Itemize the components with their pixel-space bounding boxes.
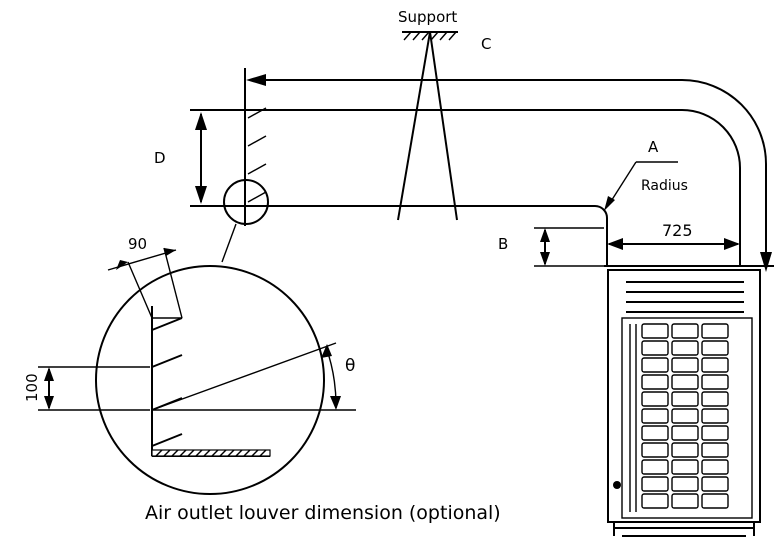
duct xyxy=(190,109,741,266)
label-b: B xyxy=(498,235,508,253)
radius-label: Radius xyxy=(641,178,688,194)
airflow-arrow xyxy=(246,74,772,272)
unit-body xyxy=(607,269,761,523)
dimension-90 xyxy=(107,247,183,319)
outdoor-unit xyxy=(604,265,774,537)
dimension-725 xyxy=(607,238,740,250)
detail-circle xyxy=(95,265,325,495)
dimension-d xyxy=(195,112,207,204)
angle-line xyxy=(151,342,337,411)
unit-top-vents xyxy=(626,281,744,313)
label-c: C xyxy=(481,35,491,53)
dim-90-label: 90 xyxy=(128,235,147,253)
wall xyxy=(244,68,267,226)
support-label: Support xyxy=(398,8,457,26)
detail-marker-circle xyxy=(223,179,269,225)
unit-grille xyxy=(629,323,729,512)
label-a: A xyxy=(648,138,659,156)
dim-725-label: 725 xyxy=(662,221,693,240)
louver-blades xyxy=(151,317,183,447)
caption: Air outlet louver dimension (optional) xyxy=(145,502,501,524)
unit-grille-frame xyxy=(621,317,753,519)
dimension-100 xyxy=(38,366,150,411)
dim-100-label: 100 xyxy=(23,373,41,402)
dimension-b xyxy=(534,227,604,267)
detail-leader-line xyxy=(221,223,237,263)
unit-handle xyxy=(613,481,621,489)
support-structure xyxy=(397,31,458,221)
unit-base xyxy=(613,522,755,537)
theta-label: θ xyxy=(345,356,355,376)
label-d: D xyxy=(154,149,166,167)
radius-leader xyxy=(604,161,678,211)
louver-detail xyxy=(95,265,356,495)
